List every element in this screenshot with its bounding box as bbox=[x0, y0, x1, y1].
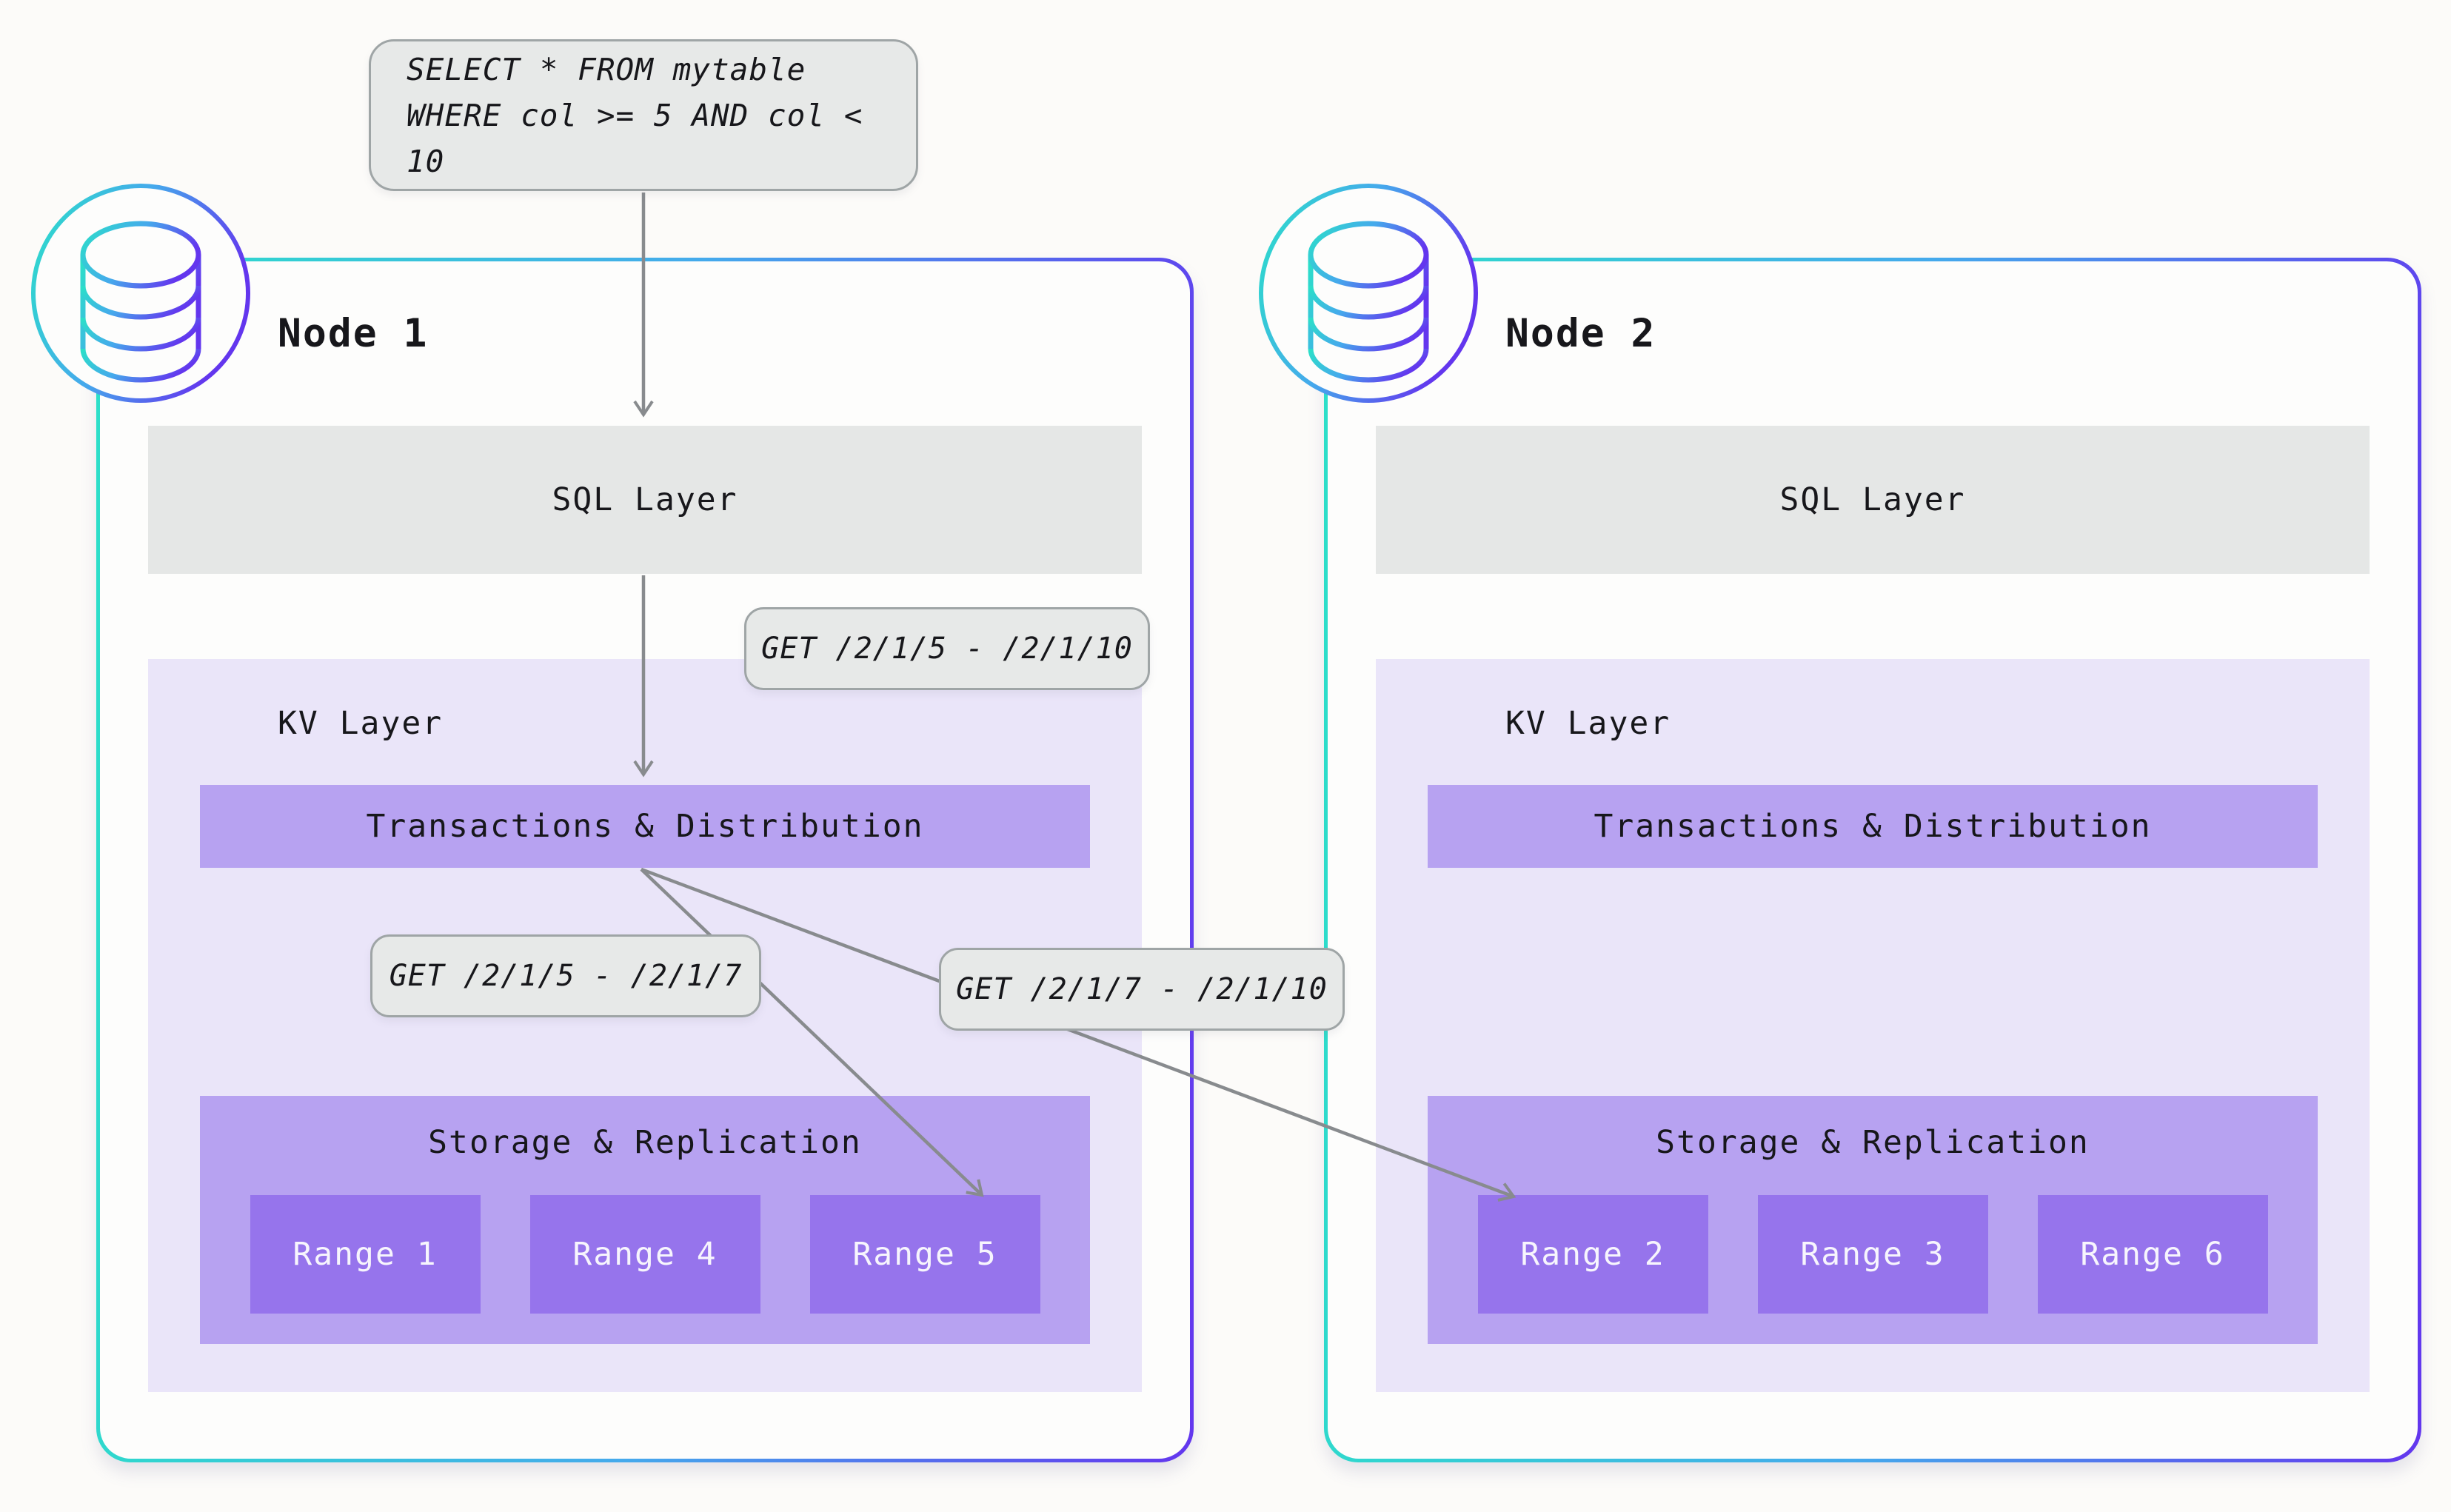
range-box: Range 5 bbox=[809, 1195, 1040, 1314]
range-box: Range 3 bbox=[1757, 1195, 1988, 1314]
kv-layer-label: KV Layer bbox=[278, 705, 444, 742]
node-title: Node 2 bbox=[1505, 311, 1656, 356]
database-icon bbox=[1259, 184, 1478, 403]
database-icon bbox=[31, 184, 250, 403]
storage-replication-label: Storage & Replication bbox=[428, 1124, 862, 1161]
sql-query-card: SELECT * FROM mytable WHERE col >= 5 AND… bbox=[369, 39, 918, 191]
sql-layer: SQL Layer bbox=[1376, 426, 2370, 574]
kv-layer-label: KV Layer bbox=[1505, 705, 1671, 742]
node-2: Node 2 SQL Layer KV Layer Transactions &… bbox=[1259, 184, 2421, 1462]
transactions-distribution-box: Transactions & Distribution bbox=[1428, 785, 2318, 868]
range-box: Range 4 bbox=[529, 1195, 760, 1314]
storage-replication-box: Storage & Replication Range 2 Range 3 Ra… bbox=[1428, 1096, 2318, 1344]
get-request-label-full: GET /2/1/5 - /2/1/10 bbox=[744, 607, 1150, 690]
range-row: Range 2 Range 3 Range 6 bbox=[1428, 1195, 2318, 1314]
range-box: Range 1 bbox=[250, 1195, 481, 1314]
range-row: Range 1 Range 4 Range 5 bbox=[200, 1195, 1090, 1314]
kv-layer: KV Layer Transactions & Distribution Sto… bbox=[1376, 659, 2370, 1392]
storage-replication-label: Storage & Replication bbox=[1656, 1124, 2090, 1161]
range-box: Range 2 bbox=[1477, 1195, 1708, 1314]
get-request-label-right-split: GET /2/1/7 - /2/1/10 bbox=[939, 948, 1345, 1031]
sql-layer: SQL Layer bbox=[148, 426, 1142, 574]
storage-replication-box: Storage & Replication Range 1 Range 4 Ra… bbox=[200, 1096, 1090, 1344]
transactions-distribution-box: Transactions & Distribution bbox=[200, 785, 1090, 868]
sql-query-line-1: SELECT * FROM mytable bbox=[407, 51, 806, 87]
sql-query-line-2: WHERE col >= 5 AND col < 10 bbox=[407, 97, 863, 179]
node-1: Node 1 SQL Layer KV Layer Transactions &… bbox=[31, 184, 1194, 1462]
get-request-label-left-split: GET /2/1/5 - /2/1/7 bbox=[370, 934, 761, 1017]
node-title: Node 1 bbox=[278, 311, 429, 356]
range-box: Range 6 bbox=[2037, 1195, 2268, 1314]
